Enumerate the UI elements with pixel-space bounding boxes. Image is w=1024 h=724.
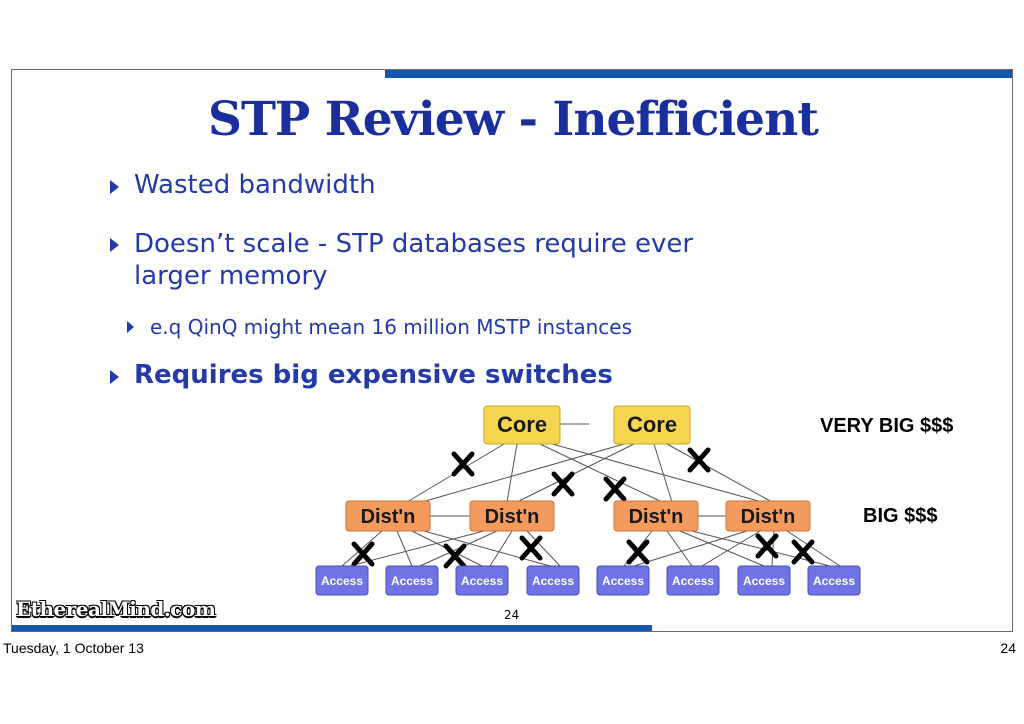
bullet-arrow-icon — [110, 180, 119, 194]
link-line — [396, 530, 413, 567]
slide-title: STP Review - Inefficient — [208, 92, 819, 147]
bottom-accent-bar — [12, 625, 652, 631]
link-line — [349, 530, 485, 567]
label-very-big-cost: VERY BIG $$$ — [820, 415, 953, 437]
access-node-label: Access — [461, 574, 503, 588]
bullet-wasted-bandwidth: Wasted bandwidth — [110, 170, 376, 200]
footer-page-number: 24 — [1000, 640, 1016, 656]
blocked-link-markers — [351, 447, 815, 569]
footer-date: Tuesday, 1 October 13 — [3, 640, 144, 656]
blocked-x-icon — [443, 543, 467, 569]
access-node: Access — [455, 565, 509, 596]
dist-node-label: Dist'n — [485, 506, 540, 528]
link-line — [516, 443, 635, 503]
access-node-label: Access — [602, 574, 644, 588]
core-node: Core — [613, 405, 691, 445]
link-line — [539, 443, 663, 503]
slide: STP Review - Inefficient Wasted bandwidt… — [11, 69, 1013, 632]
blocked-x-icon — [687, 447, 711, 473]
blocked-x-icon — [519, 535, 543, 561]
label-big-cost: BIG $$$ — [863, 505, 937, 527]
access-node-label: Access — [672, 574, 714, 588]
access-node: Access — [737, 565, 791, 596]
link-line — [679, 530, 765, 567]
link-line — [666, 530, 693, 567]
blocked-x-icon — [755, 533, 779, 559]
core-node: Core — [483, 405, 561, 445]
access-node-label: Access — [532, 574, 574, 588]
link-line — [551, 443, 763, 503]
diagram-links — [341, 423, 841, 567]
link-line — [489, 530, 513, 567]
link-line — [786, 530, 841, 567]
slide-page-number: 24 — [504, 608, 520, 622]
dist-node: Dist'n — [613, 500, 699, 532]
link-line — [701, 530, 761, 567]
network-diagram: Core Core Dist'n Dist'n Dist'n Dist'n Ac… — [315, 405, 953, 596]
core-node-label: Core — [497, 412, 547, 437]
link-line — [526, 530, 561, 567]
top-accent-bar — [385, 70, 1012, 78]
link-line — [421, 443, 625, 503]
access-node: Access — [315, 565, 369, 596]
bullet-arrow-icon — [127, 321, 134, 333]
dist-node: Dist'n — [345, 500, 431, 532]
bullet-expensive-switches: Requires big expensive switches — [110, 360, 613, 390]
access-node: Access — [385, 565, 439, 596]
dist-node-label: Dist'n — [629, 506, 684, 528]
blocked-x-icon — [451, 451, 475, 477]
link-line — [653, 443, 673, 503]
core-node-label: Core — [627, 412, 677, 437]
dist-node: Dist'n — [469, 500, 555, 532]
access-node-label: Access — [321, 574, 363, 588]
access-node-label: Access — [813, 574, 855, 588]
dist-node-label: Dist'n — [741, 506, 796, 528]
dist-node-label: Dist'n — [361, 506, 416, 528]
sub-bullet-qinq: e.q QinQ might mean 16 million MSTP inst… — [127, 315, 632, 339]
access-node-label: Access — [743, 574, 785, 588]
link-line — [341, 530, 383, 567]
bullet-arrow-icon — [110, 238, 119, 252]
access-node: Access — [666, 565, 720, 596]
access-node: Access — [526, 565, 580, 596]
blocked-x-icon — [791, 539, 815, 565]
access-node: Access — [807, 565, 861, 596]
etherealmind-logo: EtherealMind.com — [16, 597, 216, 621]
access-node-label: Access — [391, 574, 433, 588]
link-line — [506, 443, 518, 503]
bullet-arrow-icon — [110, 370, 119, 384]
dist-node: Dist'n — [725, 500, 811, 532]
blocked-x-icon — [626, 539, 650, 565]
blocked-x-icon — [351, 541, 375, 567]
link-line — [633, 530, 748, 567]
access-node: Access — [596, 565, 650, 596]
blocked-x-icon — [551, 471, 575, 497]
bullet-does-not-scale: Doesn’t scale - STP databases require ev… — [110, 228, 693, 292]
link-line — [423, 530, 551, 567]
blocked-x-icon — [603, 476, 627, 502]
link-line — [666, 443, 773, 503]
